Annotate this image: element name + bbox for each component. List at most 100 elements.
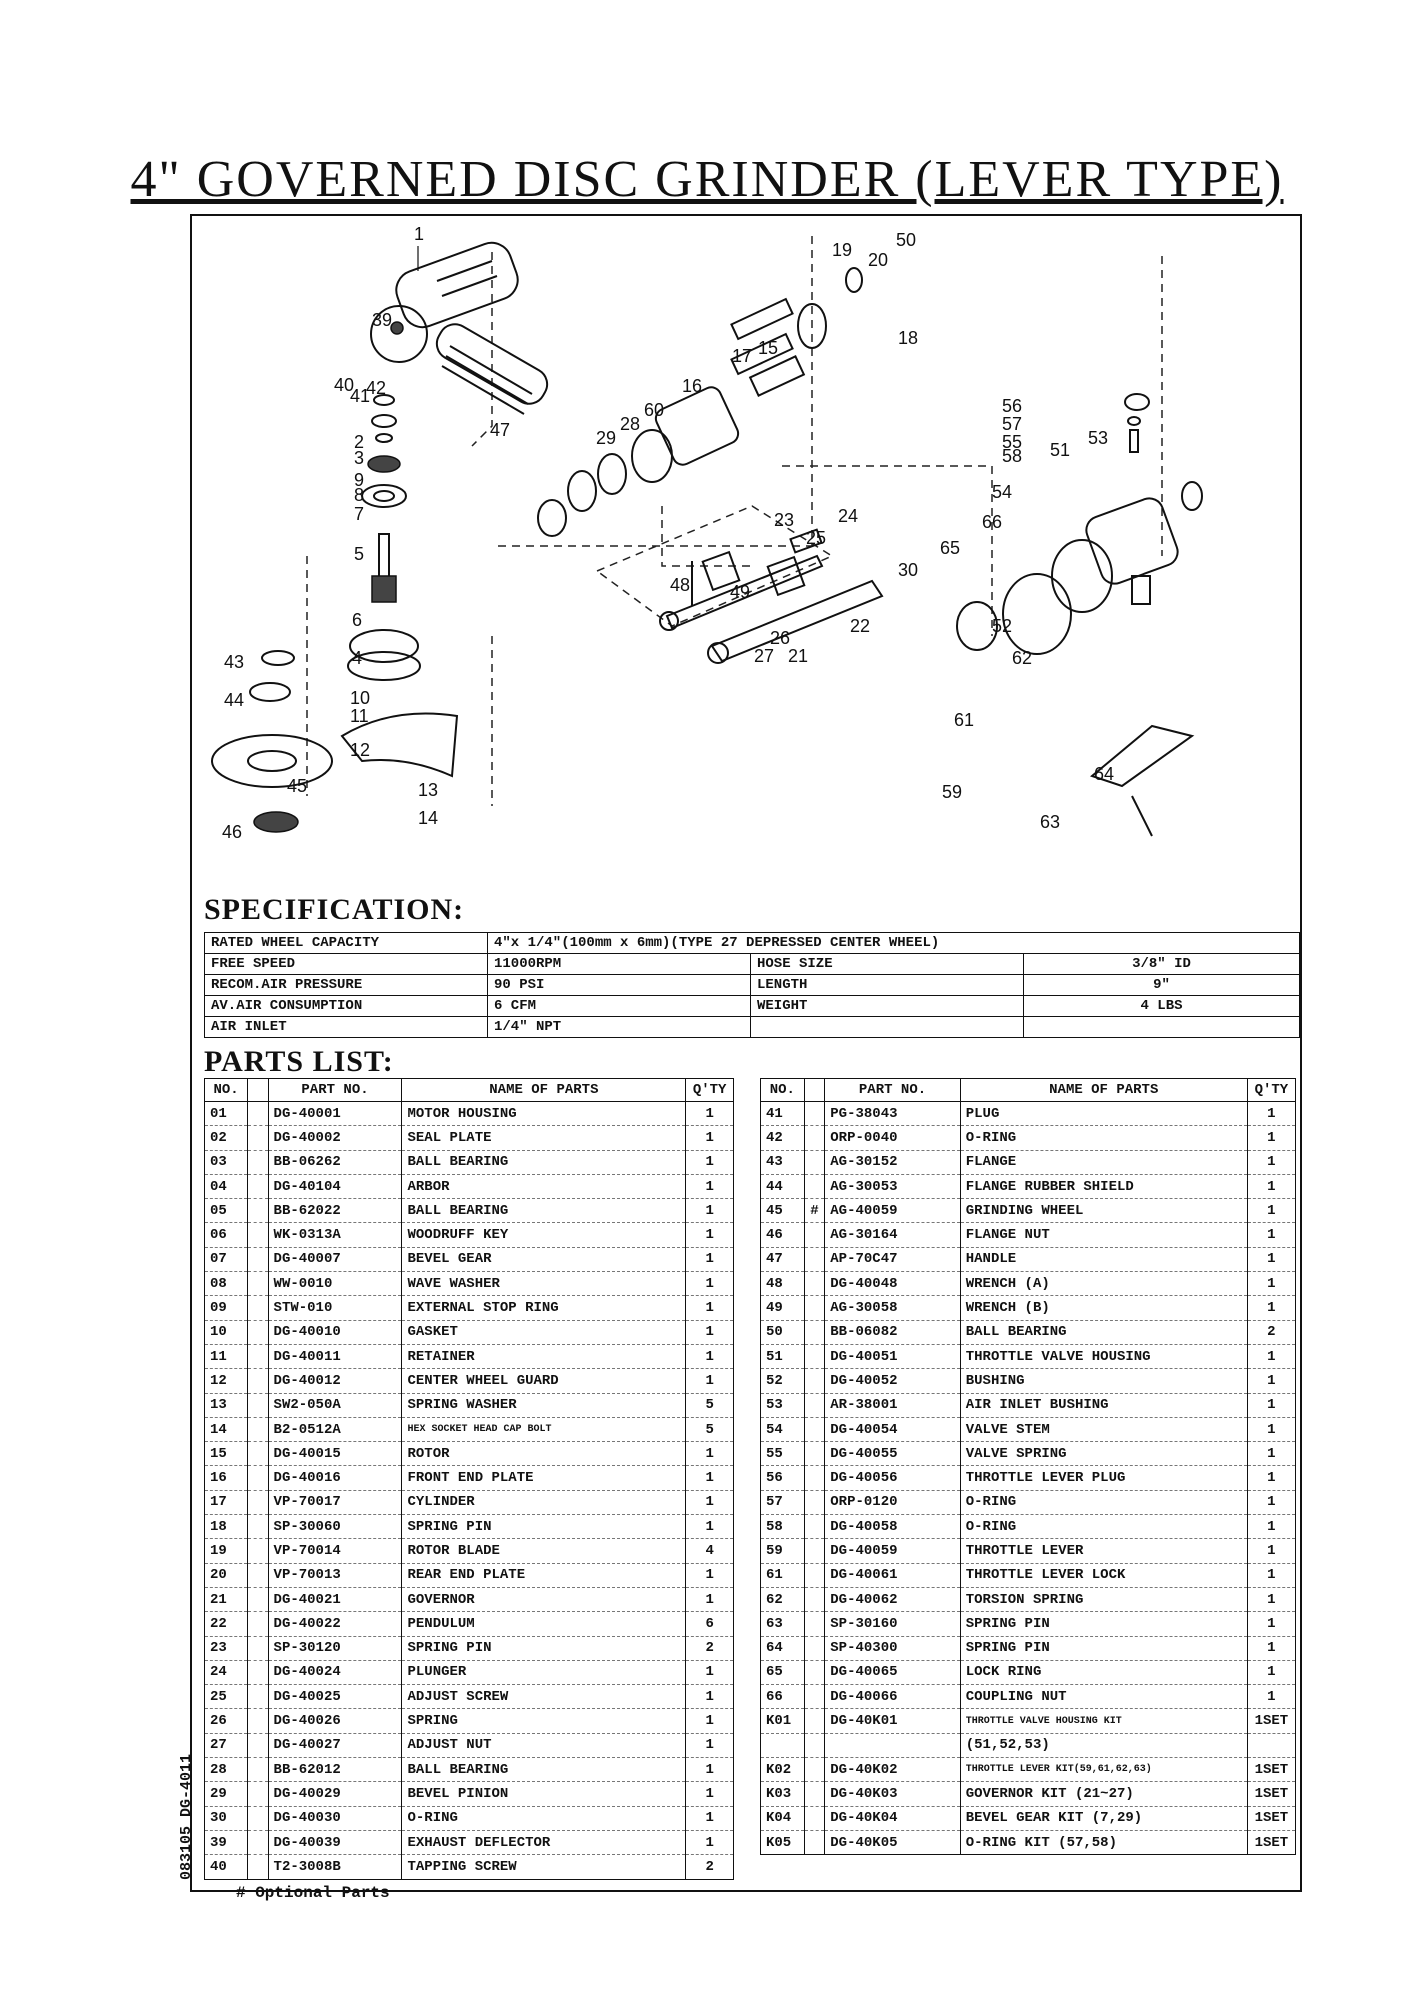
part-name: THROTTLE LEVER PLUG bbox=[959, 1465, 1248, 1491]
governor-part bbox=[691, 528, 823, 606]
optional-mark bbox=[803, 1563, 826, 1588]
part-name: VALVE SPRING bbox=[959, 1441, 1248, 1467]
part-number: SP-30120 bbox=[267, 1636, 403, 1661]
part-number: BB-06262 bbox=[267, 1150, 403, 1175]
part-number: DG-40011 bbox=[267, 1344, 403, 1370]
part-number: DG-40048 bbox=[824, 1271, 961, 1297]
quantity: 1SET bbox=[1246, 1830, 1297, 1856]
optional-mark bbox=[803, 1684, 826, 1710]
part-number: DG-40K05 bbox=[824, 1830, 961, 1856]
optional-mark bbox=[247, 1125, 269, 1151]
specification-heading: SPECIFICATION: bbox=[204, 893, 465, 926]
svg-text:13: 13 bbox=[418, 780, 438, 800]
part-number-index: 61 bbox=[760, 1563, 805, 1588]
part-number-index: 17 bbox=[203, 1490, 249, 1516]
part-name: WRENCH (A) bbox=[959, 1271, 1248, 1297]
motor-parts bbox=[537, 267, 863, 537]
optional-mark bbox=[247, 1854, 269, 1880]
part-number-index: 44 bbox=[760, 1174, 805, 1200]
optional-mark bbox=[247, 1636, 269, 1661]
optional-mark bbox=[803, 1660, 826, 1686]
svg-text:4: 4 bbox=[352, 648, 362, 668]
optional-mark bbox=[247, 1733, 269, 1759]
part-name: WAVE WASHER bbox=[401, 1271, 687, 1297]
part-number: DG-40054 bbox=[824, 1417, 961, 1443]
quantity: 4 bbox=[685, 1538, 734, 1564]
part-number-index: 03 bbox=[203, 1150, 249, 1175]
svg-text:50: 50 bbox=[896, 230, 916, 250]
spec-row: AV.AIR CONSUMPTION 6 CFM WEIGHT 4 LBS bbox=[204, 995, 1300, 1017]
quantity: 1 bbox=[685, 1320, 734, 1345]
part-name: BALL BEARING bbox=[959, 1320, 1248, 1345]
part-number: DG-40055 bbox=[824, 1441, 961, 1467]
part-number-index: 02 bbox=[203, 1125, 249, 1151]
part-name: EXTERNAL STOP RING bbox=[401, 1295, 687, 1321]
part-name: SPRING PIN bbox=[959, 1636, 1248, 1661]
part-number-index: 19 bbox=[203, 1538, 249, 1564]
quantity: 1 bbox=[685, 1125, 734, 1151]
quantity: 1 bbox=[685, 1806, 734, 1831]
part-name: ARBOR bbox=[401, 1174, 687, 1200]
svg-text:63: 63 bbox=[1040, 812, 1060, 832]
part-number: ORP-0040 bbox=[824, 1125, 961, 1151]
optional-mark bbox=[803, 1247, 826, 1273]
parts-list-heading: PARTS LIST: bbox=[204, 1045, 394, 1078]
part-name: GOVERNOR bbox=[401, 1587, 687, 1613]
optional-mark bbox=[247, 1611, 269, 1637]
quantity: 1 bbox=[685, 1490, 734, 1516]
svg-text:65: 65 bbox=[940, 538, 960, 558]
spec-row: FREE SPEED 11000RPM HOSE SIZE 3/8" ID bbox=[204, 953, 1300, 975]
document-frame bbox=[190, 214, 1302, 1892]
optional-mark bbox=[803, 1417, 826, 1443]
part-name: PLUG bbox=[959, 1101, 1248, 1127]
quantity: 1 bbox=[685, 1247, 734, 1273]
part-number-index: K02 bbox=[760, 1757, 805, 1783]
wrench-parts bbox=[659, 554, 884, 664]
svg-text:25: 25 bbox=[806, 528, 826, 548]
part-number: DG-40002 bbox=[267, 1125, 403, 1151]
col-header-mark bbox=[803, 1078, 826, 1102]
quantity: 1 bbox=[1246, 1198, 1297, 1224]
part-number-index: 22 bbox=[203, 1611, 249, 1637]
part-name: BEVEL GEAR bbox=[401, 1247, 687, 1273]
part-name: THROTTLE LEVER LOCK bbox=[959, 1563, 1248, 1588]
part-number-index: 64 bbox=[760, 1636, 805, 1661]
optional-mark bbox=[247, 1563, 269, 1588]
throttle-valve-housing-part bbox=[956, 393, 1203, 837]
quantity: 1SET bbox=[1246, 1806, 1297, 1831]
part-name: AIR INLET BUSHING bbox=[959, 1393, 1248, 1418]
optional-mark bbox=[803, 1611, 826, 1637]
quantity: 1SET bbox=[1246, 1757, 1297, 1783]
spec-row: RATED WHEEL CAPACITY 4"x 1/4"(100mm x 6m… bbox=[204, 932, 1300, 954]
part-number: AG-30058 bbox=[824, 1295, 961, 1321]
quantity: 1 bbox=[1246, 1393, 1297, 1418]
document-code: 083105 DG-4011 bbox=[178, 1753, 195, 1880]
svg-text:47: 47 bbox=[490, 420, 510, 440]
optional-mark bbox=[803, 1441, 826, 1467]
spec-label: RECOM.AIR PRESSURE bbox=[204, 974, 488, 996]
optional-mark bbox=[247, 1222, 269, 1248]
part-number-index: 15 bbox=[203, 1441, 249, 1467]
optional-mark bbox=[803, 1320, 826, 1345]
optional-mark bbox=[247, 1781, 269, 1807]
quantity: 1 bbox=[685, 1295, 734, 1321]
part-number-index: 10 bbox=[203, 1320, 249, 1345]
part-number: DG-40010 bbox=[267, 1320, 403, 1345]
callout-labels: 1 39 40 41 42 2 3 9 8 7 5 6 4 10 11 12 1… bbox=[222, 224, 1114, 842]
svg-text:16: 16 bbox=[682, 376, 702, 396]
part-name: PENDULUM bbox=[401, 1611, 687, 1637]
optional-mark bbox=[247, 1368, 269, 1394]
part-number-index: K04 bbox=[760, 1806, 805, 1831]
part-number-index: 42 bbox=[760, 1125, 805, 1151]
spec-label: RATED WHEEL CAPACITY bbox=[204, 932, 488, 954]
